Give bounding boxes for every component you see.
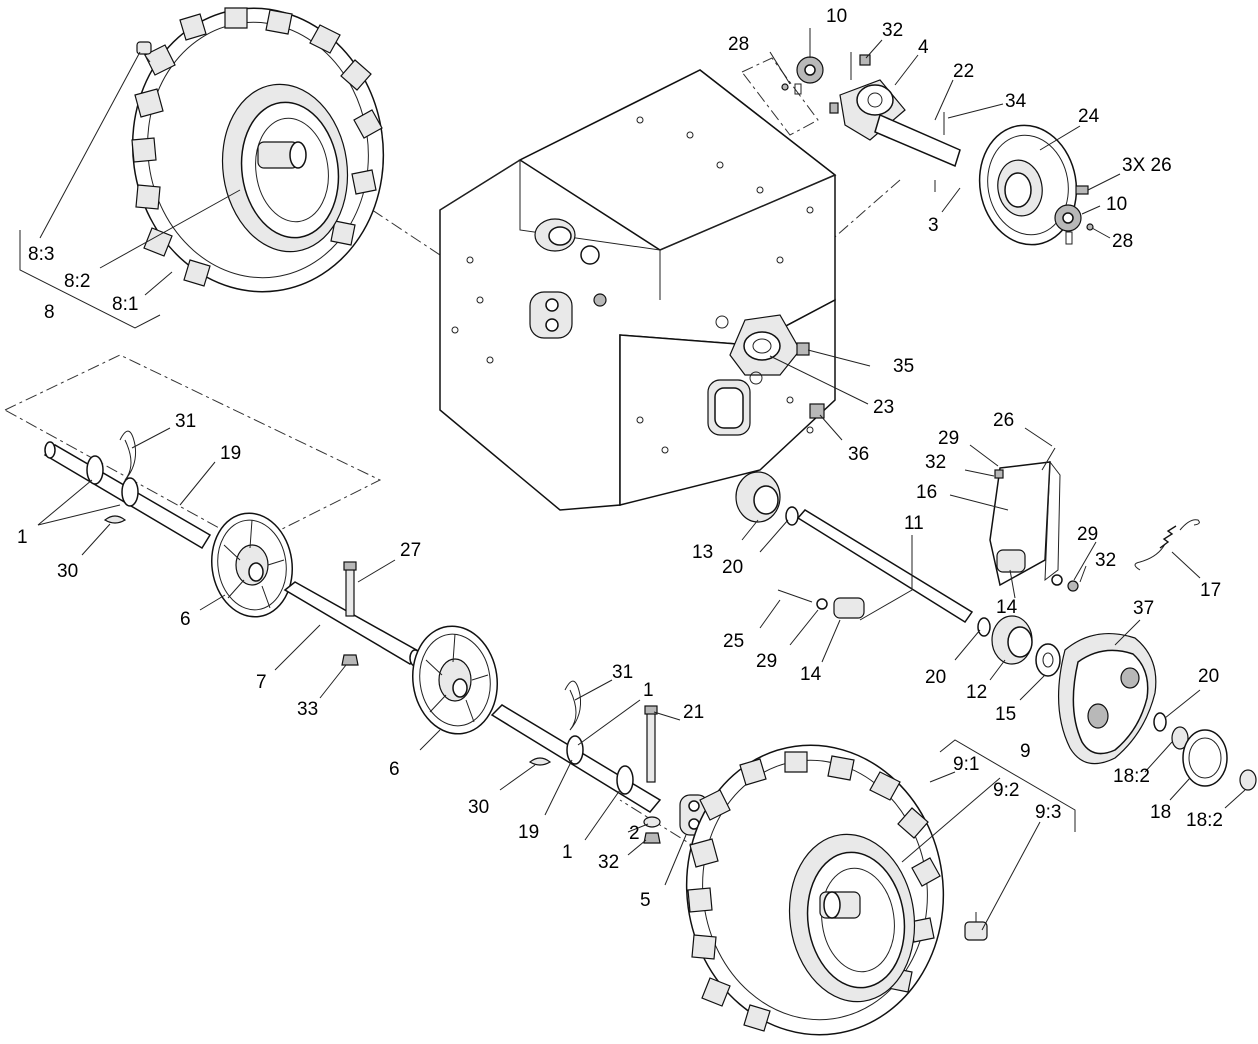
callout-label: 6	[180, 609, 191, 630]
callout-label: 10	[826, 6, 847, 27]
callout-label: 24	[1078, 106, 1100, 127]
callout-label: 33	[297, 699, 318, 720]
callout-label: 16	[916, 482, 937, 503]
callout-label: 37	[1133, 598, 1154, 619]
callout-label: 28	[1112, 231, 1133, 252]
callout-label: 9:3	[1035, 802, 1061, 823]
callout-label: 2	[629, 823, 640, 844]
callout-label: 8:1	[112, 294, 138, 315]
callout-label: 32	[1095, 550, 1116, 571]
callout-label: 35	[893, 356, 914, 377]
callout-label: 32	[925, 452, 946, 473]
callout-label: 25	[723, 631, 744, 652]
callout-label: 17	[1200, 580, 1221, 601]
callout-label: 29	[1077, 524, 1098, 545]
callout-label: 27	[400, 540, 421, 561]
gear-6-left	[210, 512, 294, 618]
callout-label: 18	[1150, 802, 1171, 823]
callout-label: 9:2	[993, 780, 1019, 801]
callout-label: 31	[175, 411, 196, 432]
phantom-lines	[3, 57, 901, 851]
callout-label: 26	[993, 410, 1014, 431]
callout-label: 8:2	[64, 271, 90, 292]
axle-assembly-top	[781, 52, 1094, 246]
callout-label: 4	[918, 37, 929, 58]
callout-label: 9:1	[953, 754, 979, 775]
callout-label: 36	[848, 444, 869, 465]
chassis-housing	[439, 69, 837, 511]
callout-label: 22	[953, 61, 974, 82]
flange-bearing-23	[715, 314, 825, 419]
chassis-holes	[451, 116, 814, 454]
callout-label: 32	[882, 20, 903, 41]
callout-label: 18:2	[1186, 810, 1223, 831]
callout-label: 15	[995, 704, 1016, 725]
callout-label: 3	[928, 215, 939, 236]
callout-label: 30	[468, 797, 489, 818]
callout-label: 32	[598, 852, 619, 873]
callout-label: 14	[800, 664, 822, 685]
callout-label: 10	[1106, 194, 1127, 215]
callout-label: 30	[57, 561, 78, 582]
callout-label: 11	[904, 513, 924, 534]
callout-label: 29	[938, 428, 959, 449]
gear-6-mid	[411, 625, 499, 735]
callout-label: 9	[1020, 741, 1031, 762]
shaft-7	[283, 561, 422, 667]
callout-label: 1	[17, 527, 28, 548]
callout-label: 13	[692, 542, 713, 563]
callout-label: 8:3	[28, 244, 54, 265]
drive-shaft-11	[735, 447, 1200, 677]
callout-label: 12	[966, 682, 987, 703]
callout-label: 31	[612, 662, 633, 683]
wheel-8	[131, 7, 385, 293]
callout-label: 34	[1005, 91, 1027, 112]
callout-label: 1	[643, 680, 654, 701]
callout-label: 3X 26	[1122, 155, 1172, 176]
callout-label: 8	[44, 302, 55, 323]
leader-lines	[19, 28, 1246, 931]
callout-label: 5	[640, 890, 651, 911]
callout-label: 6	[389, 759, 400, 780]
callout-label: 28	[728, 34, 749, 55]
callout-label: 20	[925, 667, 946, 688]
callout-label: 21	[683, 702, 704, 723]
callout-label: 29	[756, 651, 777, 672]
callout-label: 7	[256, 672, 267, 693]
callout-label: 14	[996, 597, 1018, 618]
wheel-9	[685, 744, 988, 1036]
drive-gear-18	[1153, 712, 1257, 791]
callout-label: 19	[220, 443, 241, 464]
tire-tread-8	[131, 7, 383, 287]
callout-label: 19	[518, 822, 539, 843]
chain-37	[1057, 632, 1157, 765]
callout-label: 1	[562, 842, 573, 863]
callout-label: 23	[873, 397, 894, 418]
axle-left	[43, 430, 212, 550]
axle-mid	[490, 680, 709, 844]
callout-label: 20	[722, 557, 743, 578]
callout-labels: 10 28 32 4 22 34 24 3X 26 10 28 3 8:3 8:…	[17, 6, 1223, 911]
callout-label: 20	[1198, 666, 1219, 687]
callout-label: 18:2	[1113, 766, 1150, 787]
tire-tread-9	[687, 751, 941, 1032]
